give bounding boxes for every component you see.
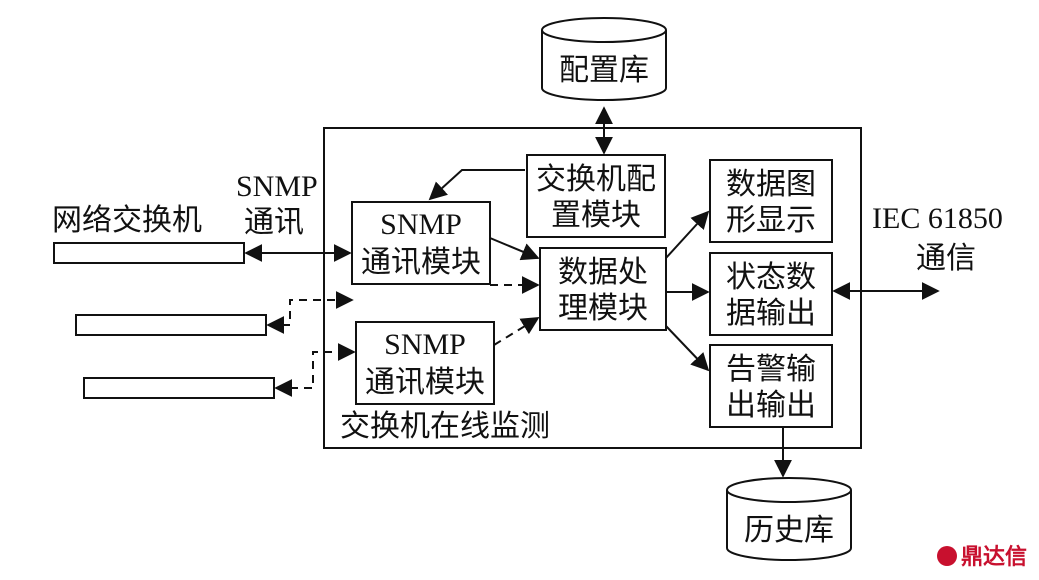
data-processing-module [539,247,667,331]
snmp2-to-processing-connector [493,317,540,346]
switch-config-module [526,154,666,238]
data-processing-line2: 理模块 [558,291,648,326]
watermark-text: 鼎达信 [961,544,1027,570]
snmp-module-1-line1: SNMP [380,208,462,241]
switch-label: 网络交换机 [52,203,202,238]
snmp-module-2-line2: 通讯模块 [365,365,485,400]
iec-comm-label: 通信 [916,241,976,276]
data-processing-line1: 数据处 [558,255,648,290]
switch-bar-1 [53,242,245,264]
snmp-comm-label: SNMP [236,170,318,203]
snmp-module-2 [355,321,495,405]
alarm-output-line1: 告警输 [726,352,816,387]
alarm-output-module [709,344,833,428]
history-database: 历史库 [726,477,852,561]
snmp-module-1-line2: 通讯模块 [361,245,481,280]
status-output-line1: 状态数 [726,260,816,295]
iec-label: IEC 61850 [872,202,1003,235]
snmp1-to-processing-connector [489,237,540,261]
config-database: 配置库 [541,17,667,101]
snmp-module-2-line1: SNMP [384,328,466,361]
switch2-dashed-connector [266,291,354,334]
switch-config-line2: 置模块 [551,198,641,233]
watermark-logo-icon [937,546,957,566]
alarm-output-line2: 出输出 [726,388,816,423]
container-label: 交换机在线监测 [340,409,550,444]
watermark-logo: 鼎达信 [937,544,1027,570]
switch3-dashed-connector [274,343,356,397]
switch-config-line1: 交换机配 [536,162,656,197]
config-to-snmp-connector [428,169,525,201]
processing-to-graph-connector [665,210,710,259]
graph-display-module [709,159,833,243]
switch-bar-2 [75,314,267,336]
status-output-line2: 据输出 [726,296,816,331]
graph-display-line2: 形显示 [726,203,816,238]
switch-bar-3 [83,377,275,399]
comm-label: 通讯 [244,205,304,240]
graph-display-line1: 数据图 [726,167,816,202]
processing-to-alarm-connector [665,325,710,372]
status-output-module [709,252,833,336]
snmp-module-1 [351,201,491,285]
history-database-label: 历史库 [744,513,834,548]
config-database-label: 配置库 [559,53,649,88]
